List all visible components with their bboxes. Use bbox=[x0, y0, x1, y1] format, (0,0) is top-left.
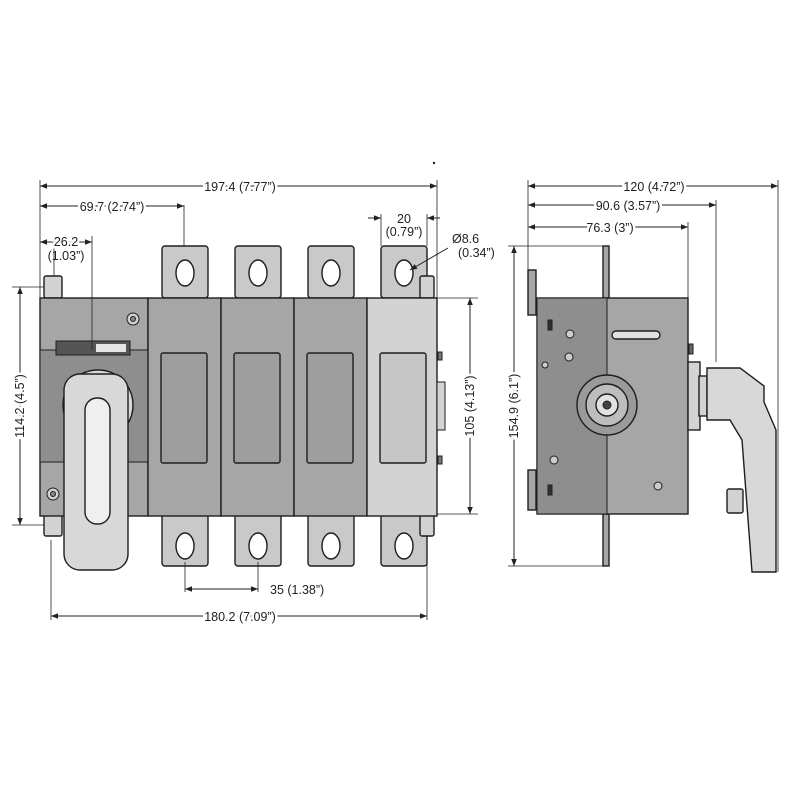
pole-window-1 bbox=[160, 352, 208, 464]
dim-left-lug-label-b: (1.03”) bbox=[48, 249, 85, 263]
side-terminal-top bbox=[602, 245, 610, 299]
dim-hole-label-a: Ø8.6 bbox=[452, 232, 479, 246]
side-slot bbox=[611, 330, 661, 340]
stray-dot bbox=[432, 161, 436, 165]
dim-terminal-width-label-b: (0.79”) bbox=[386, 225, 423, 239]
dim-side-height-label: 154.9 (6.1”) bbox=[507, 374, 521, 439]
side-top-tab-left bbox=[527, 269, 537, 316]
pole-window-4 bbox=[379, 352, 427, 464]
coupling-center bbox=[602, 400, 612, 410]
mount-lug-top-right bbox=[419, 275, 435, 299]
dim-base-width-label: 180.2 (7.09”) bbox=[204, 610, 276, 624]
bottom-terminals bbox=[161, 513, 428, 567]
shaft-coupling-icon bbox=[576, 374, 638, 436]
screw-top-inner bbox=[130, 316, 136, 322]
side-hole-1 bbox=[565, 329, 575, 339]
bottom-terminal-hole-1 bbox=[175, 532, 195, 560]
front-view bbox=[39, 245, 446, 571]
side-small-slot-2 bbox=[547, 484, 553, 496]
side-hole-3 bbox=[549, 455, 559, 465]
top-terminal-hole-2 bbox=[248, 259, 268, 287]
shaft-stub-pin-top bbox=[437, 351, 443, 361]
dim-height-right-label: 105 (4.13”) bbox=[463, 375, 477, 436]
top-terminals bbox=[161, 245, 428, 299]
screw-bottom-inner bbox=[50, 491, 56, 497]
bottom-terminal-hole-2 bbox=[248, 532, 268, 560]
dimensions: 197.4 (7.77”) 69.7 (2.74”) 26.2 (1.03”) … bbox=[11, 178, 779, 627]
dim-pole-pitch-label: 35 (1.38”) bbox=[270, 583, 324, 597]
bottom-terminal-hole-4 bbox=[394, 532, 414, 560]
pole-window-2 bbox=[233, 352, 281, 464]
side-view bbox=[527, 245, 777, 573]
handle-grip-slot bbox=[84, 397, 111, 525]
side-bottom-tab-left bbox=[527, 469, 537, 511]
side-handle-icon bbox=[706, 367, 777, 573]
position-indicator-window bbox=[96, 344, 126, 352]
mount-lug-bottom-left bbox=[43, 513, 63, 537]
side-mechanism-plate bbox=[687, 361, 701, 431]
dim-terminal-width-label-a: 20 bbox=[397, 212, 411, 226]
top-terminal-hole-3 bbox=[321, 259, 341, 287]
dim-side-depth-body-label: 76.3 (3”) bbox=[586, 221, 633, 235]
dim-handle-offset-label: 69.7 (2.74”) bbox=[80, 200, 145, 214]
dim-height-left-label: 114.2 (4.5”) bbox=[13, 374, 27, 438]
side-hole-2 bbox=[564, 352, 574, 362]
pole-window-3 bbox=[306, 352, 354, 464]
rotary-handle-icon bbox=[62, 369, 134, 571]
top-terminal-hole-4 bbox=[394, 259, 414, 287]
shaft-stub-pin-bottom bbox=[437, 455, 443, 465]
pole-modules bbox=[147, 297, 438, 517]
dim-overall-width-label: 197.4 (7.77”) bbox=[204, 180, 276, 194]
mount-lug-bottom-right bbox=[419, 513, 435, 537]
side-hole-5 bbox=[541, 361, 549, 369]
side-mechanism-bracket bbox=[698, 375, 708, 417]
shaft-stub bbox=[436, 381, 446, 431]
dim-hole-leader bbox=[409, 247, 449, 271]
mount-lug-top-left bbox=[43, 275, 63, 299]
side-mechanism-pin bbox=[688, 343, 694, 355]
dim-side-depth-mid-label: 90.6 (3.57”) bbox=[596, 199, 661, 213]
side-handle-latch bbox=[726, 488, 744, 514]
side-hole-4 bbox=[653, 481, 663, 491]
dim-left-lug-label-a: 26.2 bbox=[54, 235, 78, 249]
side-small-slot-1 bbox=[547, 319, 553, 331]
bottom-terminal-hole-3 bbox=[321, 532, 341, 560]
side-terminal-bottom bbox=[602, 513, 610, 567]
top-terminal-hole-1 bbox=[175, 259, 195, 287]
dim-hole-label-b: (0.34”) bbox=[458, 246, 495, 260]
dim-side-depth-total-label: 120 (4.72”) bbox=[623, 180, 684, 194]
